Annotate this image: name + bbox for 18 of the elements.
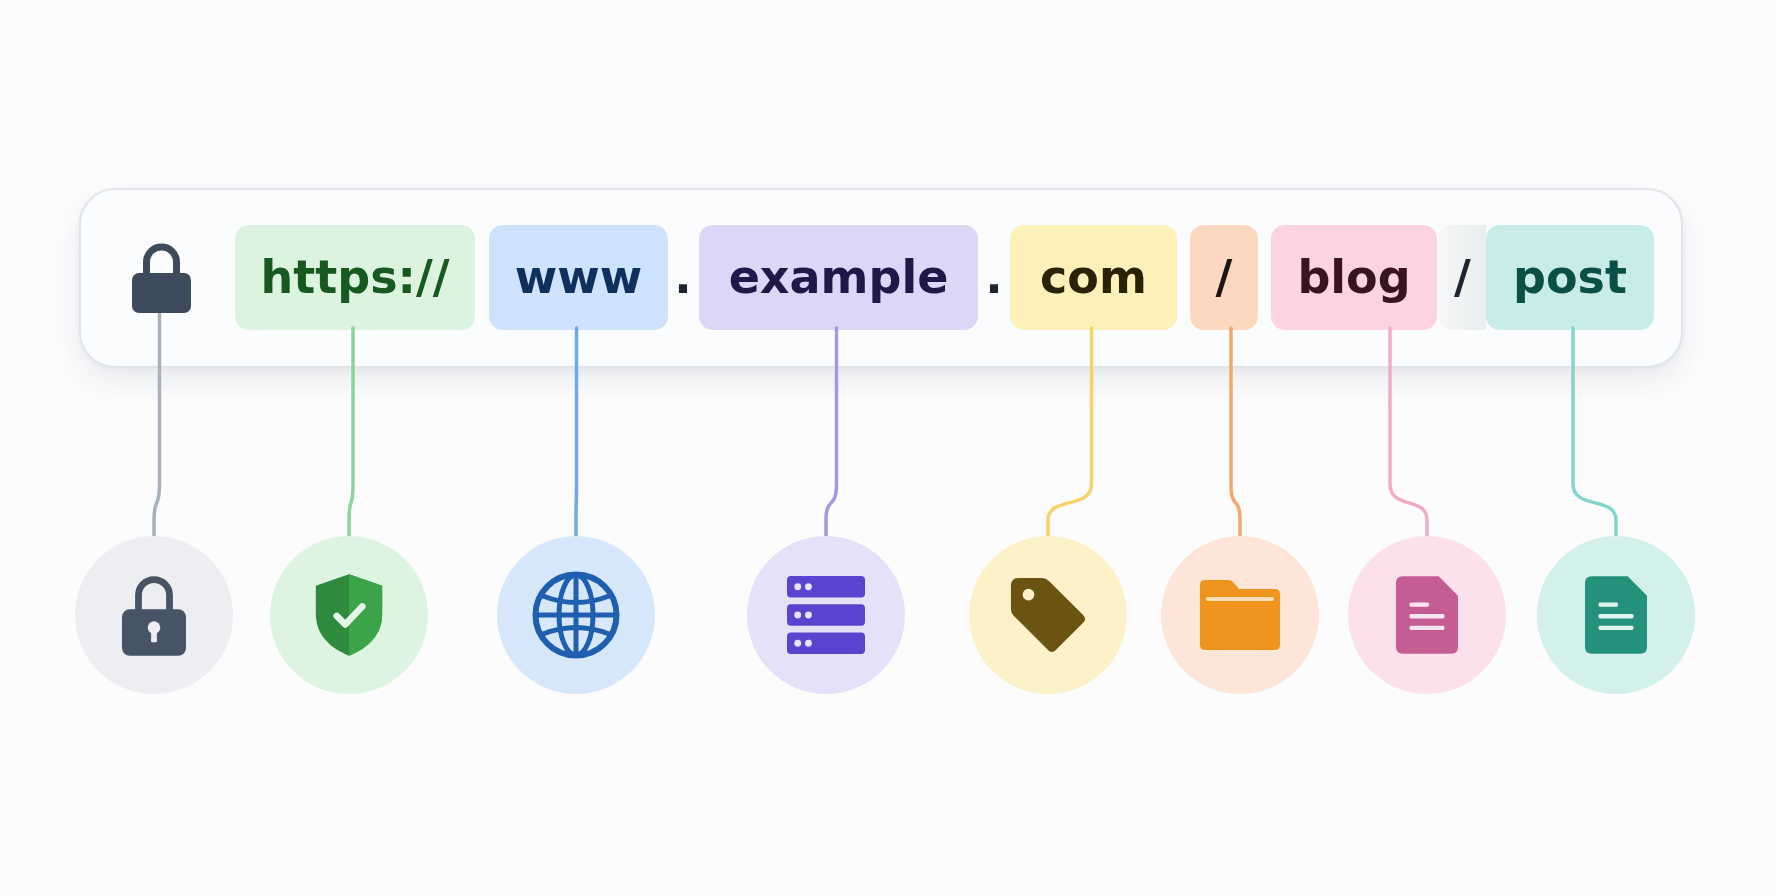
leader-line bbox=[1571, 326, 1618, 538]
dot-separator: . bbox=[675, 251, 691, 304]
leader-line bbox=[574, 326, 579, 538]
leader-line bbox=[824, 326, 839, 538]
url-segment: example bbox=[699, 225, 978, 330]
leader-line bbox=[1046, 326, 1094, 538]
url-segment: blog bbox=[1271, 225, 1437, 330]
url-segment: www bbox=[489, 225, 668, 330]
leader-line bbox=[1229, 326, 1242, 538]
url-segment: https:// bbox=[235, 225, 475, 330]
url-segment: com bbox=[1010, 225, 1177, 330]
dot-separator: . bbox=[986, 251, 1002, 304]
url-segment: / bbox=[1190, 225, 1258, 330]
leader-line bbox=[347, 326, 355, 538]
address-bar bbox=[79, 188, 1683, 368]
slash-separator: / bbox=[1439, 225, 1486, 330]
url-segment: post bbox=[1486, 225, 1654, 330]
leader-line bbox=[1388, 326, 1429, 538]
